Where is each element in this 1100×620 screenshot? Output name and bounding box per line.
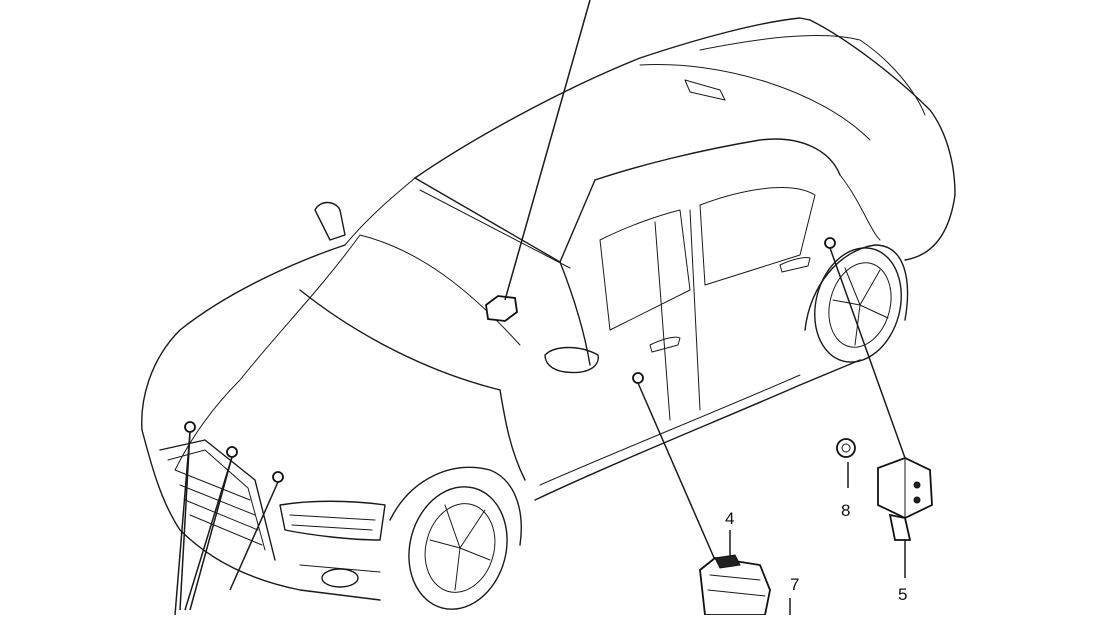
part-4-connector (699, 554, 771, 616)
car-outline (141, 17, 956, 610)
part-5-sensor-module (877, 457, 933, 541)
callout-4: 4 (725, 509, 734, 528)
callout-labels: 4 5 7 8 (725, 501, 907, 604)
callout-8: 8 (841, 501, 850, 520)
callout-5: 5 (898, 585, 907, 604)
part-8-grommet (836, 438, 856, 458)
callout-7: 7 (790, 575, 799, 594)
rain-sensor-marker (485, 295, 518, 322)
front-center-sensor-marker (226, 446, 238, 458)
rear-sensor-marker (824, 237, 836, 249)
front-right-sensor-marker (272, 471, 284, 483)
door-sensor-marker (632, 372, 644, 384)
front-left-sensor-marker (184, 421, 196, 433)
leader-lines (174, 0, 906, 616)
